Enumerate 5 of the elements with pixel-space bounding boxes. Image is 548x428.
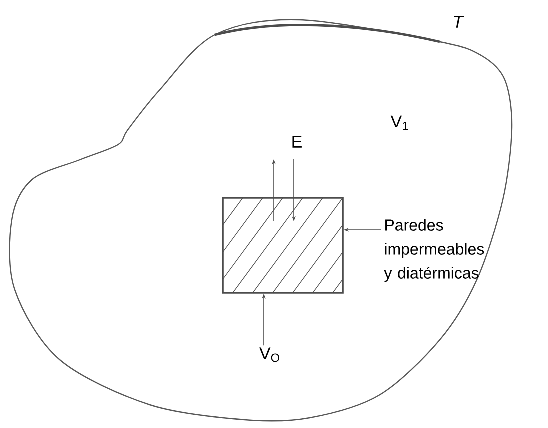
volume-label: V$_{O}$ — [260, 348, 280, 362]
region-label: V$_{1}$ — [390, 116, 408, 130]
boundary-label: T — [454, 16, 464, 28]
energy-label: E — [292, 136, 302, 148]
wall-note: Paredes impermeables y diatérmicas — [384, 219, 484, 282]
